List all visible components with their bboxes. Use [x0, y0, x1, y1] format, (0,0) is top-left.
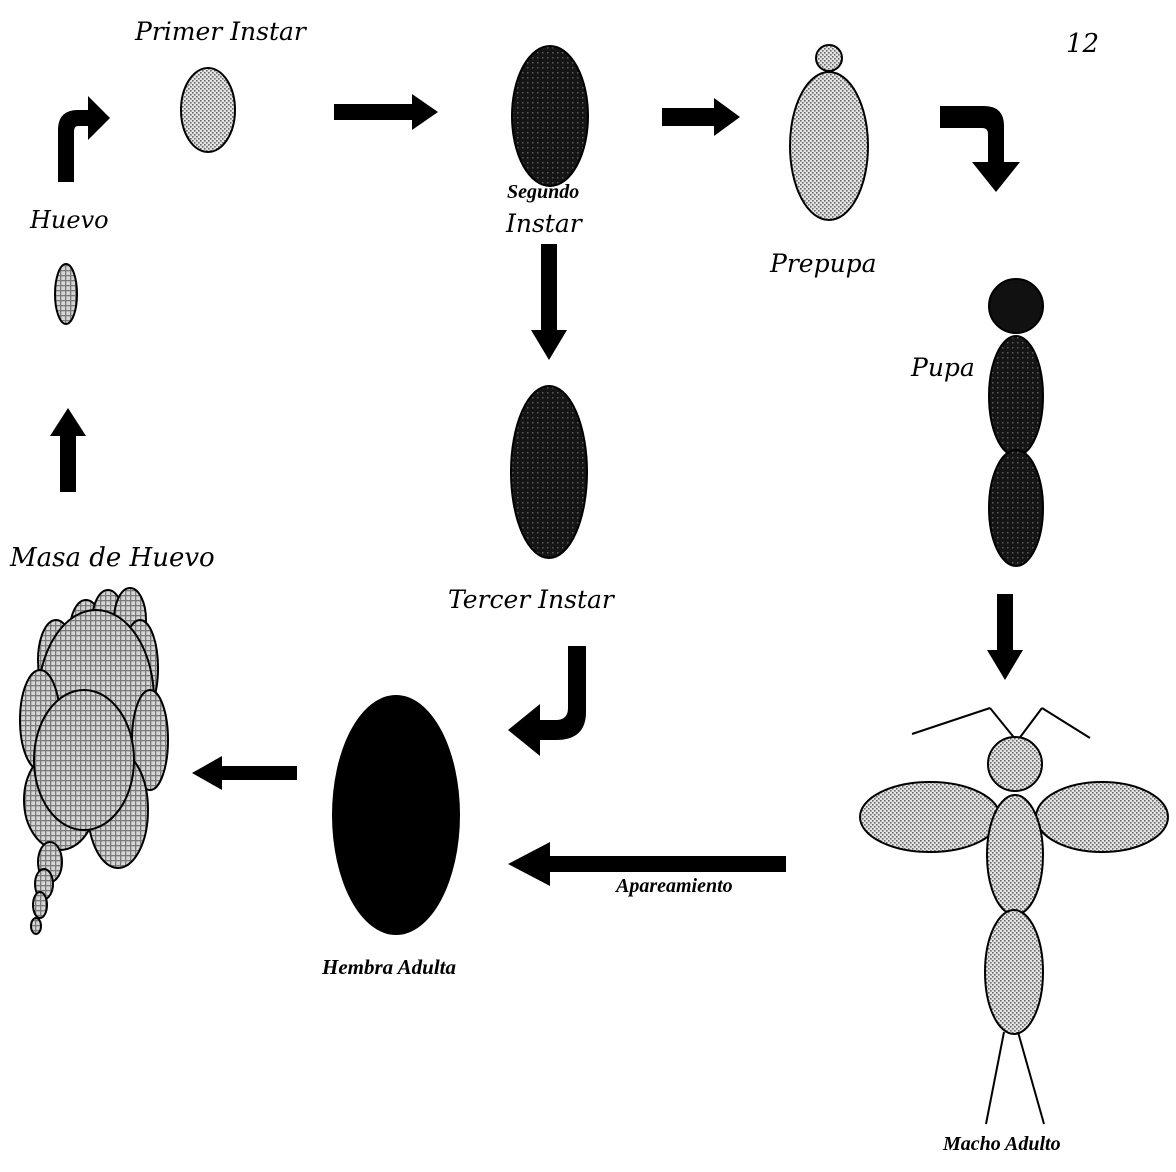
label-apareamiento: Apareamiento — [614, 875, 733, 897]
prepupa-body — [790, 72, 868, 220]
tercer-instar-larva — [511, 386, 587, 558]
label-segundo-instar: Instar — [505, 209, 584, 238]
macho-adulto — [860, 708, 1168, 1124]
pupa-head — [989, 279, 1043, 333]
prepupa-head — [816, 45, 842, 71]
arrow-pupa-to-macho — [987, 594, 1023, 680]
arrow-segundo-to-tercer — [531, 244, 567, 360]
arrow-huevo-to-primer — [58, 96, 110, 182]
arrow-segundo-to-prepupa — [662, 98, 740, 136]
label-pupa: Pupa — [910, 353, 975, 382]
label-primer-instar: Primer Instar — [134, 17, 308, 46]
arrow-tercer-to-hembra — [508, 646, 586, 756]
arrow-primer-to-segundo — [334, 94, 438, 130]
pupa-abdomen — [989, 450, 1043, 566]
masa-de-huevo-cluster — [20, 588, 168, 934]
huevo-egg — [55, 264, 77, 324]
arrow-hembra-to-masa — [192, 756, 297, 790]
page-number: 12 — [1066, 29, 1099, 59]
arrow-masa-to-huevo — [50, 408, 86, 492]
arrow-prepupa-to-pupa — [940, 106, 1020, 192]
hembra-adulta — [332, 695, 460, 935]
label-macho-adulto: Macho Adulto — [942, 1133, 1061, 1155]
primer-instar-larva — [181, 68, 235, 152]
label-prepupa: Prepupa — [769, 249, 877, 278]
label-segundo: Segundo — [507, 181, 579, 203]
pupa-thorax — [989, 336, 1043, 456]
label-huevo: Huevo — [29, 206, 109, 234]
label-hembra-adulta: Hembra Adulta — [321, 955, 456, 979]
label-masa-de-huevo: Masa de Huevo — [9, 543, 215, 573]
segundo-instar-larva — [512, 46, 588, 186]
label-tercer-instar: Tercer Instar — [448, 585, 616, 614]
